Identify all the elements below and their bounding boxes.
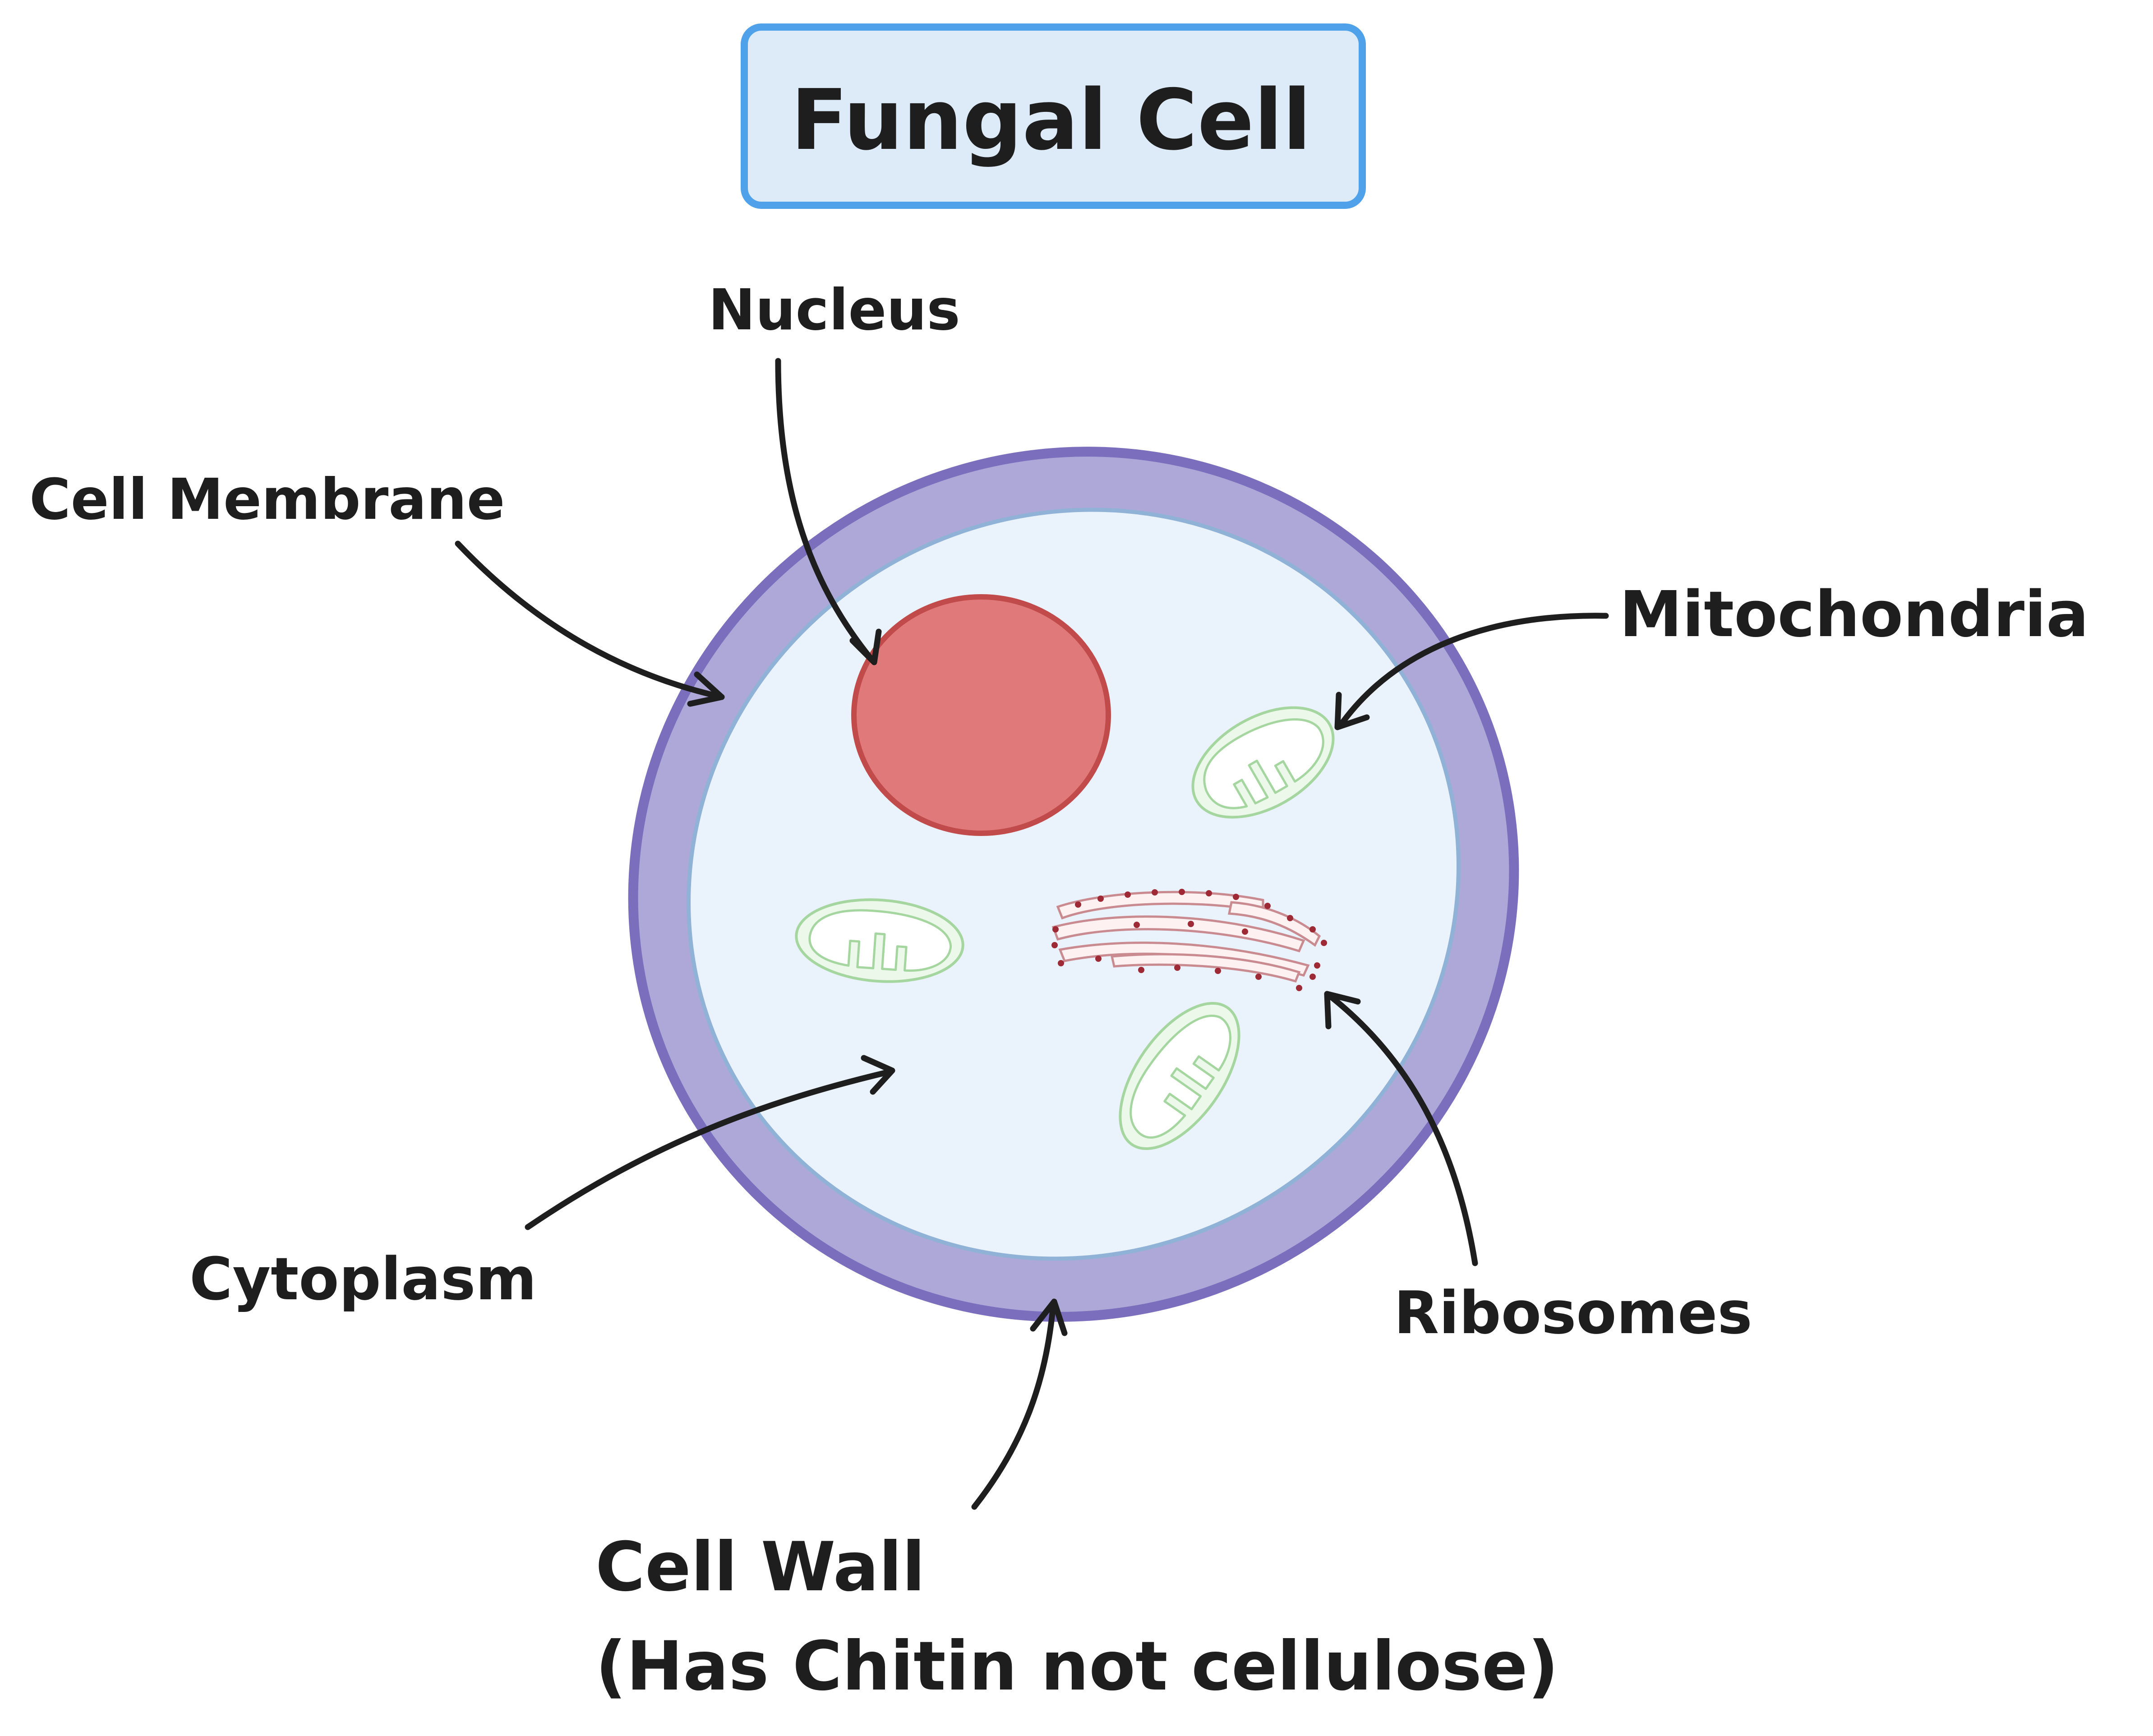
arrow-nucleus — [775, 358, 882, 665]
mitochondrion-middle-left — [795, 898, 964, 983]
label-ribosomes: Ribosomes — [1394, 1279, 1752, 1347]
arrow-nucleus-line — [775, 358, 876, 664]
arrow-cyto-head — [861, 1055, 895, 1095]
ribosome — [1188, 921, 1194, 927]
ribosome — [1296, 985, 1302, 991]
arrow-membrane-line — [455, 540, 725, 700]
arrow-cyto-line — [525, 1068, 894, 1230]
arrow-cell-membrane — [455, 540, 725, 707]
nucleus — [851, 594, 1111, 836]
arrow-mitochondria — [1334, 613, 1609, 730]
ribosome — [1125, 891, 1131, 898]
arrow-cytoplasm — [525, 1055, 895, 1230]
rough-er-ribosomes — [1051, 889, 1327, 991]
er-band-bottom — [1110, 953, 1301, 983]
diagram-title: Fungal Cell — [791, 71, 1311, 169]
arrow-cell-wall — [971, 1298, 1068, 1510]
mitochondrion-top-right — [1191, 706, 1335, 819]
er-band-lower — [1058, 942, 1310, 977]
ribosome — [1309, 926, 1316, 933]
ribosome — [1255, 974, 1262, 980]
arrow-wall-line — [971, 1301, 1056, 1510]
label-nucleus: Nucleus — [708, 277, 960, 343]
title-box: Fungal Cell — [741, 23, 1366, 209]
arrow-ribo-line — [1325, 992, 1478, 1266]
ribosome — [1138, 967, 1144, 973]
ribosome — [1134, 922, 1140, 928]
mitochondrion-cristae — [808, 909, 952, 972]
mitochondrion-cristae — [1203, 718, 1324, 809]
label-mitochondria: Mitochondria — [1619, 578, 2089, 651]
mitochondrion-bottom — [1119, 1002, 1240, 1150]
arrow-wall-head — [1030, 1298, 1068, 1336]
arrow-nucleus-head — [849, 628, 882, 665]
arrow-mito-head — [1334, 692, 1370, 730]
label-cytoplasm: Cytoplasm — [189, 1245, 537, 1313]
label-cell-membrane: Cell Membrane — [29, 467, 505, 532]
ribosome — [1075, 901, 1081, 908]
ribosome — [1215, 968, 1221, 974]
ribosome — [1242, 928, 1248, 935]
ribosome — [1321, 940, 1327, 946]
mitochondrion-cristae — [1130, 1015, 1231, 1139]
er-band-upper-right — [1227, 901, 1321, 947]
cytoplasm — [687, 508, 1461, 1261]
arrow-membrane-head — [687, 671, 725, 707]
ribosome — [1179, 889, 1185, 895]
ribosome — [1095, 956, 1102, 962]
ribosome — [1152, 889, 1158, 896]
ribosome — [1314, 962, 1320, 969]
ribosome — [1058, 960, 1064, 966]
ribosome — [1174, 965, 1180, 971]
label-cell-wall: Cell Wall — [595, 1528, 925, 1607]
ribosome — [1287, 915, 1293, 921]
arrow-mito-line — [1337, 613, 1609, 729]
arrow-ribosomes — [1324, 991, 1478, 1266]
label-cell-wall-note: (Has Chitin not cellulose) — [595, 1627, 1558, 1706]
ribosome — [1309, 974, 1316, 980]
ribosome — [1051, 942, 1058, 948]
ribosome — [1264, 903, 1271, 909]
arrow-ribo-head — [1324, 991, 1361, 1030]
title-box-frame — [741, 23, 1366, 209]
ribosome-dots — [1051, 889, 1327, 991]
ribosome — [1206, 890, 1212, 896]
er-band-middle — [1051, 915, 1305, 953]
ribosome — [1097, 896, 1104, 902]
ribosome — [1052, 926, 1059, 933]
ribosome — [1233, 894, 1239, 900]
